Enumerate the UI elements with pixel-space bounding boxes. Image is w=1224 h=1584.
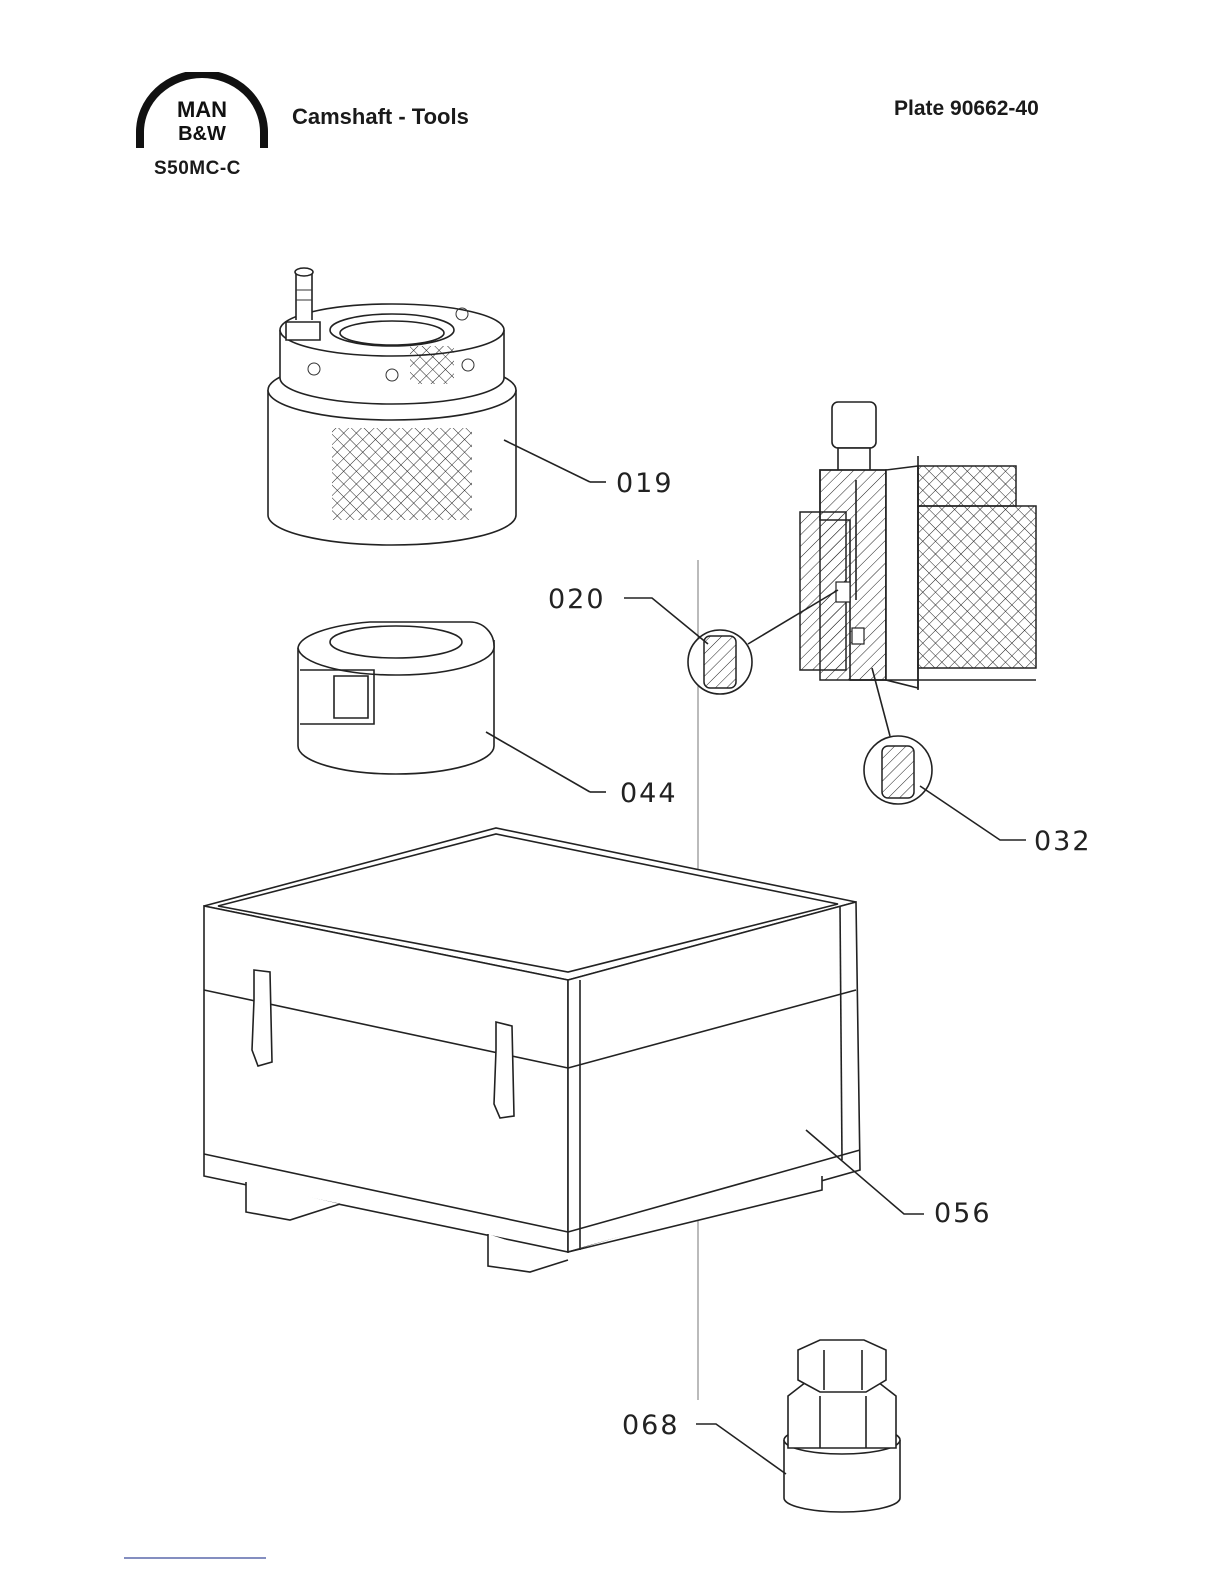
callout-068: 068: [622, 1410, 680, 1441]
part-068-nut: [784, 1340, 900, 1512]
part-019-cylinder: [268, 268, 516, 545]
callout-032: 032: [1034, 826, 1092, 857]
leader-032: [920, 786, 1026, 840]
part-044-sleeve: [298, 622, 494, 774]
callout-020: 020: [548, 584, 606, 615]
leader-068: [696, 1424, 786, 1474]
leader-020: [624, 598, 708, 644]
callout-044: 044: [620, 778, 678, 809]
part-032-detail: [864, 668, 932, 804]
part-056-box: [204, 828, 860, 1272]
callout-019: 019: [616, 468, 674, 499]
part-section-view: [800, 402, 1036, 690]
leader-044: [486, 732, 590, 792]
leader-019: [504, 440, 590, 482]
callout-056: 056: [934, 1198, 992, 1229]
